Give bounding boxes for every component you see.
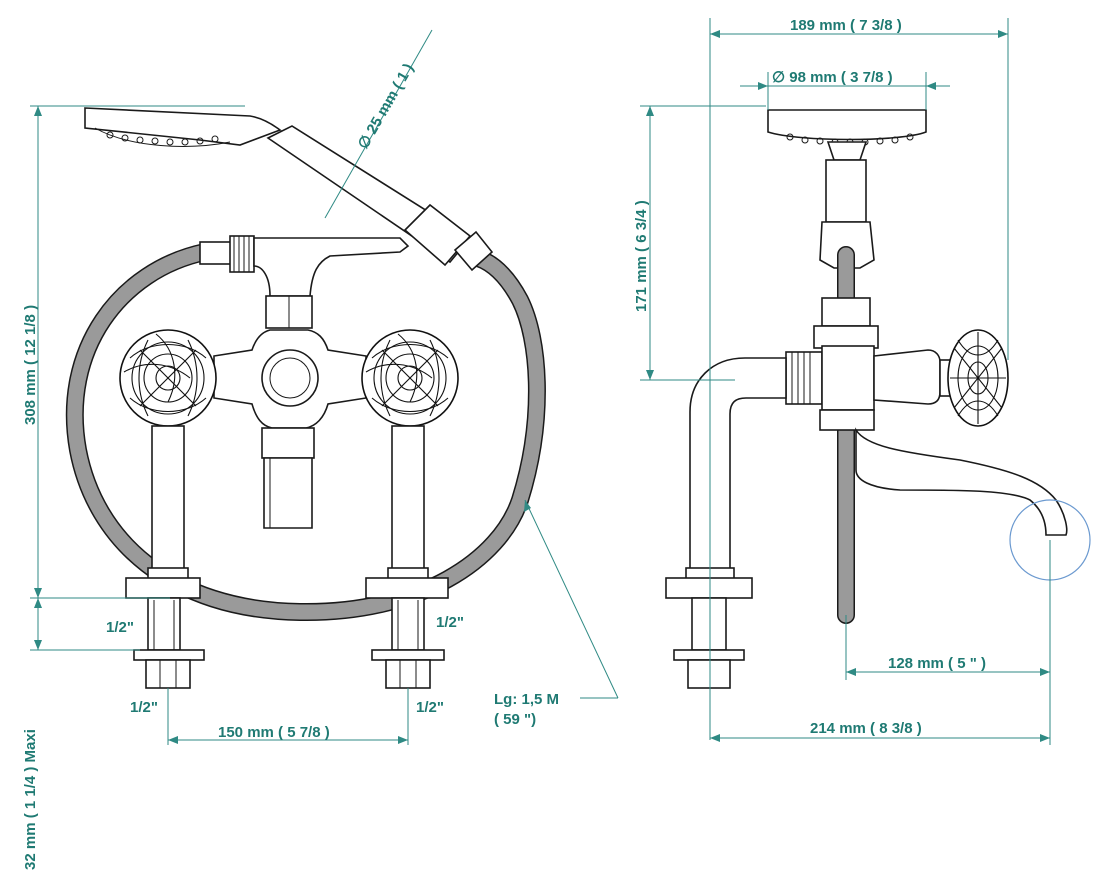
hose-length-label: Lg: 1,5 M (494, 691, 559, 708)
inlet-lower-left-label: 1/2" (130, 699, 158, 716)
spout-reach-label: 128 mm ( 5 " ) (888, 655, 986, 672)
total-height-label: 308 mm ( 12 1/8 ) (22, 305, 39, 425)
side-supply-pipe (665, 357, 787, 689)
shower-head-diameter-label: ∅ 98 mm ( 3 7/8 ) (772, 69, 893, 86)
mixer-body (213, 329, 367, 529)
total-depth-label: 214 mm ( 8 3/8 ) (810, 720, 922, 737)
right-handle-knob (361, 329, 459, 427)
hose-length-inch-label: ( 59 ") (494, 711, 536, 728)
center-distance-label: 150 mm ( 5 7/8 ) (218, 724, 330, 741)
side-shower-head (767, 109, 927, 269)
side-arrowheads (646, 30, 1050, 742)
side-width-label: 189 mm ( 7 3/8 ) (790, 17, 902, 34)
side-dimension-lines (640, 18, 1051, 745)
shower-hose (65, 243, 546, 622)
inlet-upper-right-label: 1/2" (436, 614, 464, 631)
side-handle-knob (947, 329, 1009, 427)
shower-height-label: 171 mm ( 6 3/4 ) (633, 200, 650, 312)
right-leg (365, 425, 449, 689)
side-view: 189 mm ( 7 3/8 ) ∅ 98 mm ( 3 7/8 ) 171 m… (633, 17, 1091, 745)
deck-thickness-label: 32 mm ( 1 1/4 ) Maxi (22, 729, 39, 870)
inlet-lower-right-label: 1/2" (416, 699, 444, 716)
front-arrowheads (34, 106, 531, 744)
side-spout (855, 427, 1068, 536)
hand-shower (84, 107, 494, 272)
hand-shower-diameter-label: ∅ 25 mm ( 1 ) (355, 61, 418, 152)
left-leg (125, 425, 205, 689)
left-handle-knob (119, 329, 217, 427)
front-view: ∅ 25 mm ( 1 ) 308 mm ( 12 1/8 ) 32 mm ( … (22, 29, 619, 870)
diverter-body (199, 235, 410, 329)
side-body (785, 297, 955, 431)
inlet-upper-left-label: 1/2" (106, 619, 134, 636)
front-dimension-lines (30, 29, 619, 745)
